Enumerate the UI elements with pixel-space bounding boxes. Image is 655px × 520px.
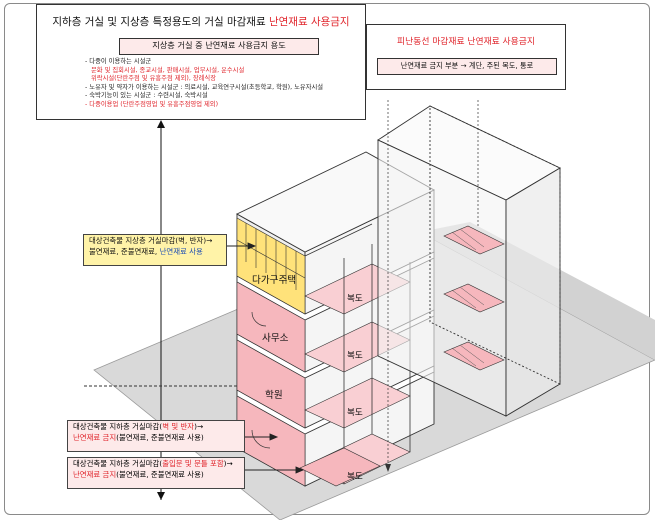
stair-steps [451,228,485,367]
room-label-house: 다가구주택 [252,275,297,286]
corridor-arrow-head [385,464,391,472]
use-list-item: - 노유자 및 약자가 이용하는 시설군 : 의료시설, 교육연구시설(초등학교… [85,83,324,91]
door-arc-2 [251,311,267,327]
outer-frame [4,3,650,515]
evacuation-title: 피난동선 마감재료 난연재료 사용금지 [397,37,535,47]
room-label-office: 사무소 [262,333,289,344]
room-pink-2 [236,339,306,429]
corridor-label: 복도 [347,294,363,304]
above-ground-note-line2: 불연재료, 준불연재료, 난연재료 사용 [89,246,203,256]
axis-arrow-down [157,492,165,500]
room-yellow [236,217,306,315]
basement-wall-note-line1: 대상건축물 지하층 거실마감(벽 및 반자)→ [73,422,204,431]
leader-lines [227,242,305,474]
room-pink-3 [236,281,306,373]
basement-door-note-line2: 난연재료 금지(불연재료, 준불연재료 사용) [73,469,204,479]
above-ground-note: 대상건축물 지상층 거실마감(벽, 반자)→ 불연재료, 준불연재료, 난연재료… [83,234,227,266]
main-subtitle: 지상층 거실 중 난연재료 사용금지 용도 [119,38,319,55]
corridor-label: 복도 [347,408,363,418]
basement-door-note-line1: 대상건축물 지하층 거실마감(출입문 및 문틀 포함)→ [73,459,233,468]
above-ground-note-line1: 대상건축물 지상층 거실마감(벽, 반자)→ [89,236,213,245]
basement-door-note: 대상건축물 지하층 거실마감(출입문 및 문틀 포함)→ 난연재료 금지(불연재… [67,457,245,489]
door-arc-1 [251,429,271,449]
basement-wall-note: 대상건축물 지하층 거실마감(벽 및 반자)→ 난연재료 금지(불연재료, 준불… [67,420,245,452]
room-label-academy: 학원 [265,390,283,401]
evacuation-subtitle: 난연재료 금지 부분 → 계단, 주된 복도, 통로 [377,58,557,75]
use-list-item: - 다중이용업 (단란주점영업 및 유흥주점영업 제외) [85,100,219,108]
use-list-item: 위락시설(단란주점 및 유흥주점 제외), 장례식장 [91,75,216,83]
use-list-item: - 다중이 이용하는 시설군 [85,58,152,65]
axis-arrow-up [157,120,165,128]
evacuation-box: 피난동선 마감재료 난연재료 사용금지 난연재료 금지 부분 → 계단, 주된 … [366,24,566,90]
above-ground-note-highlight: 난연재료 사용 [159,246,203,256]
main-title: 지하층 거실 및 지상층 특정용도의 거실 마감재료 난연재료 사용금지 [52,16,350,28]
stair-flights [443,225,505,371]
main-regulation-box: 지하층 거실 및 지상층 특정용도의 거실 마감재료 난연재료 사용금지 지상층… [36,4,366,120]
stair-landing [299,447,381,487]
corridor-label: 복도 [347,351,363,361]
use-list-item: - 숙박기능이 있는 시설군 : 수련시설, 숙박시설 [85,92,208,100]
basement-wall-note-line2: 난연재료 금지(불연재료, 준불연재료 사용) [73,432,204,442]
use-list-item: 문화 및 집회시설, 종교시설, 판매시설, 업무시설, 운수시설 [91,66,245,74]
corridor-label: 복도 [347,472,363,482]
main-title-highlight: 난연재료 사용금지 [268,16,350,28]
use-list: - 다중이 이용하는 시설군 문화 및 집회시설, 종교시설, 판매시설, 업무… [85,58,323,110]
